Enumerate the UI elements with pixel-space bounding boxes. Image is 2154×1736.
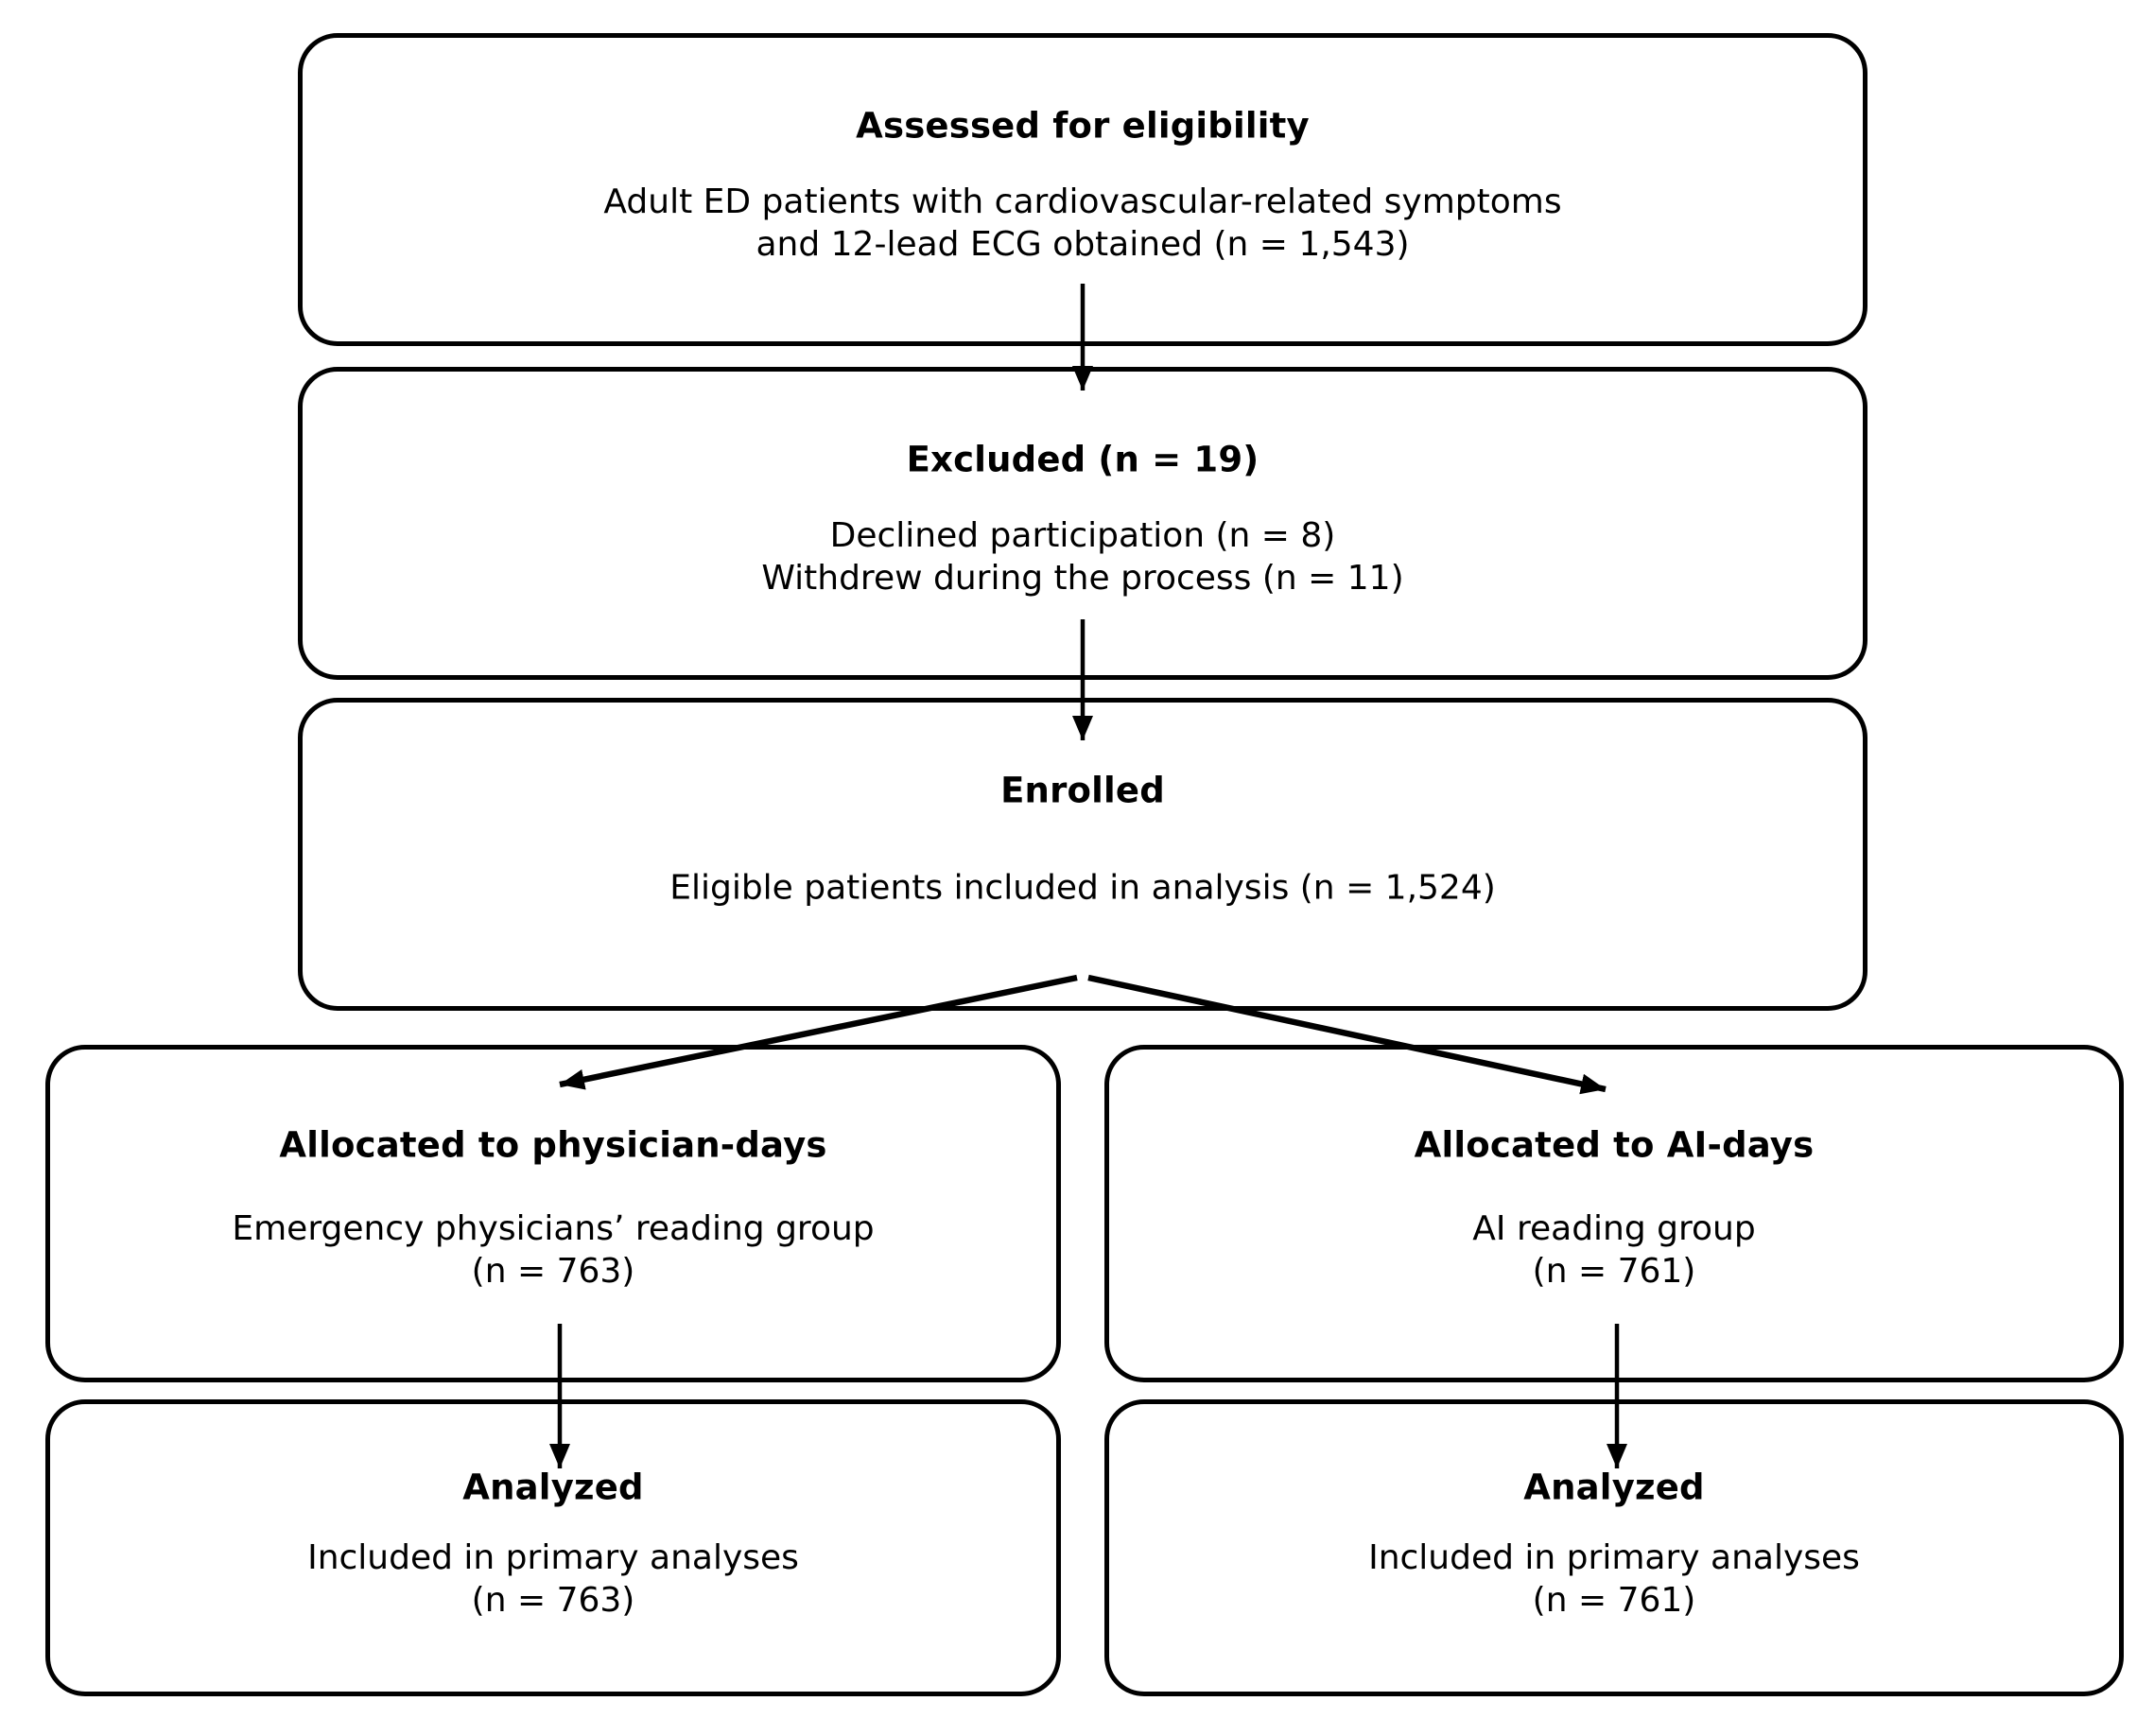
box-body: Declined participation (n = 8) Withdrew … bbox=[303, 514, 1863, 599]
box-allocated-to-physician-days: Allocated to physician-days Emergency ph… bbox=[45, 1045, 1061, 1382]
box-body-line: Included in primary analyses bbox=[307, 1538, 799, 1578]
box-body-line: (n = 763) bbox=[471, 1581, 635, 1621]
box-body-line: and 12-lead ECG obtained (n = 1,543) bbox=[756, 224, 1410, 264]
box-assessed-for-eligibility: Assessed for eligibility Adult ED patien… bbox=[298, 33, 1867, 346]
box-excluded: Excluded (n = 19) Declined participation… bbox=[298, 367, 1867, 680]
box-analyzed-ai-days: Analyzed Included in primary analyses (n… bbox=[1104, 1399, 2124, 1696]
box-body-line: (n = 761) bbox=[1532, 1581, 1696, 1621]
box-title: Analyzed bbox=[462, 1467, 644, 1508]
box-body-line: Included in primary analyses bbox=[1368, 1538, 1860, 1578]
box-title: Allocated to physician-days bbox=[279, 1124, 827, 1166]
box-body-line: (n = 761) bbox=[1532, 1251, 1696, 1291]
box-title: Assessed for eligibility bbox=[856, 105, 1310, 147]
box-body: Adult ED patients with cardiovascular-re… bbox=[303, 181, 1863, 266]
box-body-line: Withdrew during the process (n = 11) bbox=[761, 558, 1404, 598]
box-analyzed-physician-days: Analyzed Included in primary analyses (n… bbox=[45, 1399, 1061, 1696]
box-body-line: Eligible patients included in analysis (… bbox=[669, 868, 1496, 908]
box-body-line: Declined participation (n = 8) bbox=[829, 515, 1336, 555]
box-body: Emergency physicians’ reading group (n =… bbox=[50, 1207, 1056, 1293]
box-body: Eligible patients included in analysis (… bbox=[303, 866, 1863, 909]
box-title: Excluded (n = 19) bbox=[906, 439, 1259, 480]
box-body: AI reading group (n = 761) bbox=[1109, 1207, 2119, 1293]
box-body: Included in primary analyses (n = 761) bbox=[1109, 1536, 2119, 1622]
box-enrolled: Enrolled Eligible patients included in a… bbox=[298, 698, 1867, 1011]
box-allocated-to-ai-days: Allocated to AI-days AI reading group (n… bbox=[1104, 1045, 2124, 1382]
box-title: Allocated to AI-days bbox=[1414, 1124, 1815, 1166]
box-title: Enrolled bbox=[1000, 770, 1165, 811]
box-title: Analyzed bbox=[1523, 1467, 1705, 1508]
box-body-line: AI reading group bbox=[1472, 1208, 1756, 1248]
box-body-line: Emergency physicians’ reading group bbox=[232, 1208, 875, 1248]
box-body-line: (n = 763) bbox=[471, 1251, 635, 1291]
box-body-line: Adult ED patients with cardiovascular-re… bbox=[603, 182, 1562, 221]
box-body: Included in primary analyses (n = 763) bbox=[50, 1536, 1056, 1622]
